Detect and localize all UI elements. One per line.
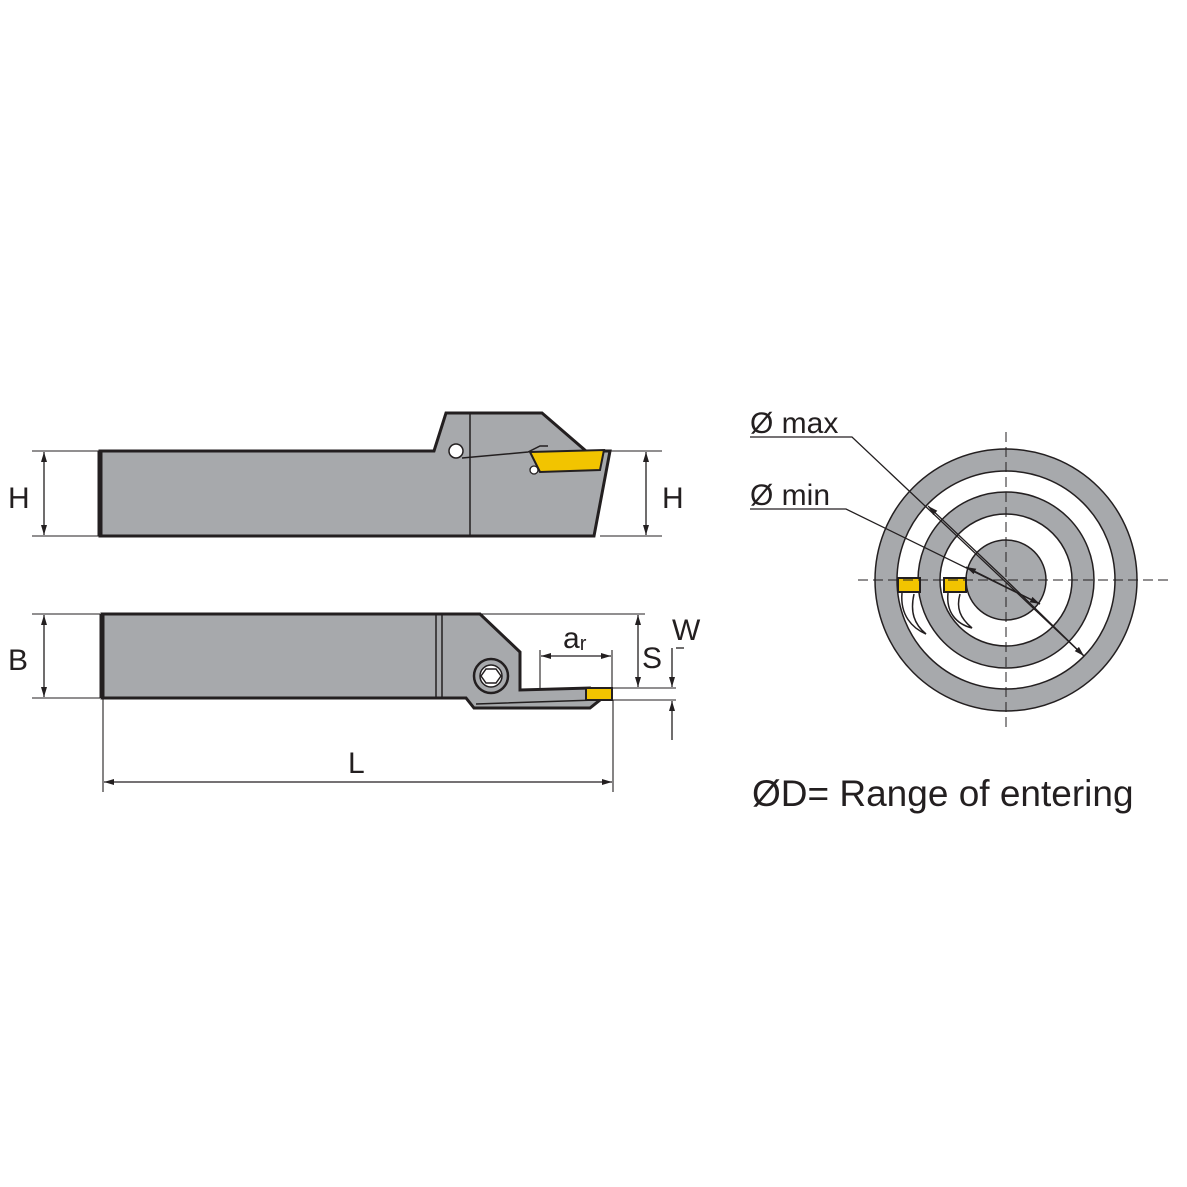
chip-outer <box>901 592 927 635</box>
dia-min-arrow-in <box>965 566 1005 587</box>
insert-side <box>528 448 606 474</box>
insert-side-pin <box>529 465 539 475</box>
label-dia-min: Ø min <box>750 479 830 512</box>
hex-socket-icon <box>480 668 502 684</box>
holder-top-body <box>100 612 603 710</box>
dia-min-arrow-out <box>1003 585 1041 605</box>
label-l: L <box>348 747 365 780</box>
range-view: Ø max Ø min ØD= Range of entering <box>750 407 1168 814</box>
label-h-right: H <box>662 482 684 515</box>
label-w: W <box>672 614 701 647</box>
side-view: H H <box>8 411 684 538</box>
chip-inner <box>947 592 973 629</box>
clamp-hole <box>448 443 464 459</box>
label-ar-main: a <box>563 622 580 655</box>
range-note: ØD= Range of entering <box>752 773 1134 814</box>
dia-max-arrow-in <box>927 505 1005 579</box>
dia-max-leader <box>750 436 1085 657</box>
label-b: B <box>8 644 28 677</box>
label-s: S <box>642 642 662 675</box>
blade-lines <box>475 687 597 705</box>
top-view: B S W ar L <box>8 612 701 792</box>
insert-outer <box>897 577 921 593</box>
clamp-slot <box>461 445 548 459</box>
label-h-left: H <box>8 482 30 515</box>
label-dia-max: Ø max <box>750 407 838 440</box>
insert-inner <box>943 577 967 593</box>
insert-top <box>585 687 613 701</box>
label-ar: ar <box>563 622 587 655</box>
dia-max-arrow-out <box>1003 577 1085 657</box>
label-ar-sub: r <box>580 633 587 655</box>
